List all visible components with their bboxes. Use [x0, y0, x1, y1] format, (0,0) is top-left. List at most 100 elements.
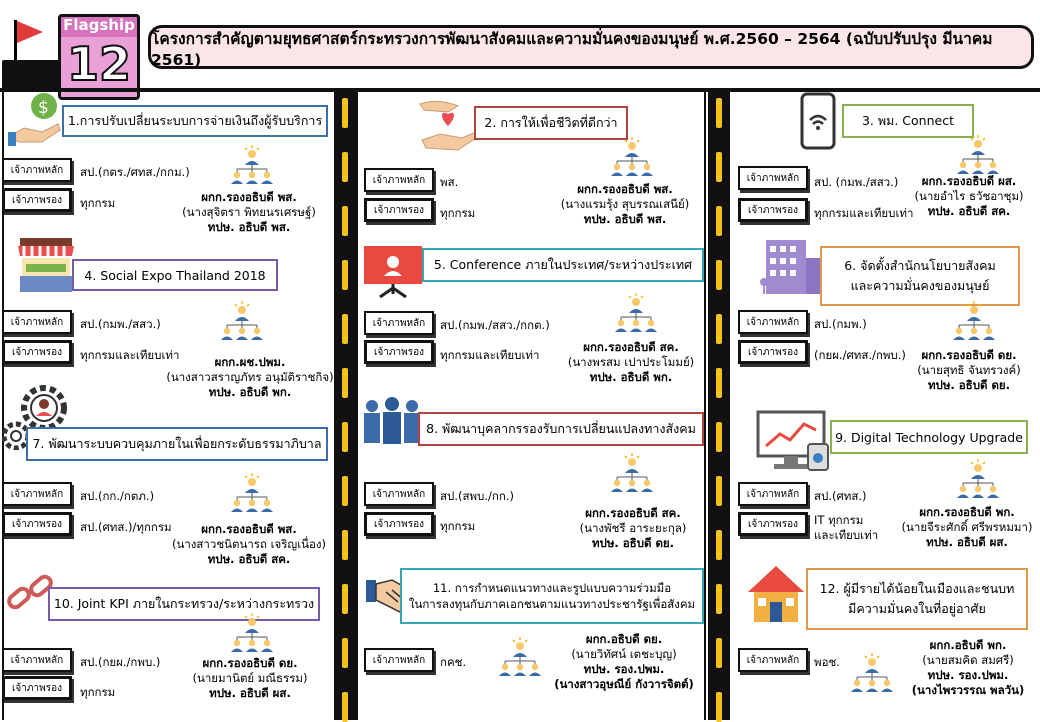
item-4-title: 4. Social Expo Thailand 2018: [72, 259, 278, 291]
org-chart-icon: [954, 458, 1002, 502]
org-chart-icon: [228, 472, 276, 516]
label-main: เจ้าภาพหลัก: [738, 310, 808, 334]
item-12-main: พอช.: [814, 655, 840, 669]
item-7-main: สป.(กก./กตภ.): [80, 489, 155, 503]
label-co: เจ้าภาพรอง: [364, 198, 434, 222]
label-co: เจ้าภาพรอง: [738, 340, 808, 364]
item-6-title: 6. จัดตั้งสำนักนโยบายสังคมและความมั่นคงข…: [820, 246, 1020, 306]
item-2-main: พส.: [440, 175, 459, 189]
page-title: โครงการสำคัญตามยุทธศาสตร์กระทรวงการพัฒนา…: [148, 25, 1034, 69]
item-1-responsible: ผกก.รองอธิบดี พส.(นางสุจิตรา พิทยนรเศรษฐ…: [182, 190, 316, 234]
label-co: เจ้าภาพรอง: [364, 512, 434, 536]
flag-base: [2, 60, 60, 90]
left-border: [2, 92, 4, 720]
item-3-main: สป. (กมพ./สสว.): [814, 175, 899, 189]
item-4-responsible: ผกก.ผช.ปพม.(นางสาวสราญภัทร อนุมัติราชกิจ…: [166, 355, 334, 399]
org-chart-icon: [950, 300, 998, 344]
header-divider: [0, 88, 1040, 92]
item-2-co: ทุกกรม: [440, 206, 476, 220]
item-2-title: 2. การให้เพื่อชีวิตที่ดีกว่า: [474, 106, 628, 140]
road-separator-right: [708, 92, 730, 722]
label-co: เจ้าภาพรอง: [364, 340, 434, 364]
label-main: เจ้าภาพหลัก: [2, 648, 72, 672]
org-chart-icon: [496, 636, 544, 680]
item-12-responsible: ผกก.อธิบดี พก.(นายสมคิด สมศรี)ทปษ. รอง.ป…: [911, 638, 1025, 697]
money-hand-icon: $: [8, 93, 61, 146]
road-edge: [704, 92, 706, 720]
svg-text:$: $: [38, 98, 49, 118]
badge-label: Flagship: [63, 16, 135, 34]
road-edge: [356, 92, 358, 720]
org-chart-icon: [608, 136, 656, 180]
flag-pole: [14, 20, 17, 62]
item-10-title: 10. Joint KPI ภายในกระทรวง/ระหว่างกระทรว…: [48, 587, 320, 621]
item-8-responsible: ผกก.รองอธิบดี สค.(นางพัชรี อาระยะกุล)ทปษ…: [579, 506, 687, 550]
flag-icon: [17, 21, 43, 43]
label-co: เจ้าภาพรอง: [2, 676, 72, 700]
item-4-main: สป.(กมพ./สสว.): [80, 317, 161, 331]
item-10-responsible: ผกก.รองอธิบดี ดย.(นายมานิตย์ มณีธรรม)ทปษ…: [192, 656, 308, 700]
label-main: เจ้าภาพหลัก: [364, 648, 434, 672]
business-team-icon: [364, 397, 420, 444]
label-main: เจ้าภาพหลัก: [2, 158, 72, 182]
item-7-title: 7. พัฒนาระบบควบคุมภายในเพื่อยกระดับธรรมา…: [26, 427, 328, 461]
item-8-title: 8. พัฒนาบุคลากรรองรับการเปลี่ยนแปลงทางสั…: [418, 412, 704, 446]
item-1-main: สป.(กตร./ศทส./กกม.): [80, 165, 190, 179]
item-8-main: สป.(สพบ./กก.): [440, 489, 514, 503]
market-stall-icon: [18, 238, 74, 292]
presentation-board-icon: [364, 246, 422, 298]
item-6-main: สป.(กมพ.): [814, 317, 867, 331]
item-5-title: 5. Conference ภายในประเทศ/ระหว่างประเทศ: [422, 248, 704, 282]
org-chart-icon: [848, 652, 896, 696]
label-co: เจ้าภาพรอง: [2, 188, 72, 212]
org-chart-icon: [612, 292, 660, 336]
item-6-responsible: ผกก.รองอธิบดี ดย.(นายสุทธิ จันทรวงค์)ทปษ…: [917, 348, 1021, 392]
item-5-responsible: ผกก.รองอธิบดี สค.(นางพรสม เปาประโมมย์)ทป…: [567, 340, 695, 384]
road-separator-left: [334, 92, 356, 722]
broken-link-icon: [7, 574, 53, 610]
item-1-title: 1.การปรับเปลี่ยนระบบการจ่ายเงินถึงผู้รับ…: [62, 105, 328, 137]
label-main: เจ้าภาพหลัก: [364, 168, 434, 192]
label-main: เจ้าภาพหลัก: [738, 648, 808, 672]
item-10-main: สป.(กยผ./กพบ.): [80, 655, 161, 669]
item-11-responsible: ผกก.อธิบดี ดย.(นายวิทัศน์ เตชะบุญ)ทปษ. ร…: [554, 632, 694, 691]
heart-hand-icon: [419, 100, 477, 151]
item-5-main: สป.(กมพ./สสว./กกต.): [440, 318, 550, 332]
item-4-co: ทุกกรมและเทียบเท่า: [80, 348, 180, 362]
item-10-co: ทุกกรม: [80, 685, 116, 699]
item-6-co: (กยผ./ศทส./กพบ.): [814, 348, 906, 362]
office-building-icon: [760, 240, 820, 294]
label-main: เจ้าภาพหลัก: [738, 166, 808, 190]
label-main: เจ้าภาพหลัก: [738, 482, 808, 506]
flagship-badge: Flagship 12: [58, 14, 140, 100]
org-chart-icon: [228, 612, 276, 656]
item-9-title: 9. Digital Technology Upgrade: [830, 420, 1028, 454]
item-7-responsible: ผกก.รองอธิบดี พส.(นางสาวชนิตนารถ เจริญเน…: [171, 522, 327, 566]
item-11-title: 11. การกำหนดแนวทางและรูปแบบความร่วมมือใน…: [400, 568, 704, 624]
badge-number: 12: [66, 36, 132, 92]
label-co: เจ้าภาพรอง: [738, 198, 808, 222]
org-chart-icon: [608, 452, 656, 496]
item-3-title: 3. พม. Connect: [842, 104, 974, 138]
smartphone-wifi-icon: [800, 92, 836, 150]
digital-monitor-icon: [756, 410, 829, 471]
label-main: เจ้าภาพหลัก: [2, 482, 72, 506]
item-3-responsible: ผกก.รองอธิบดี ผส.(นายอำไร ธวัชอาชุม)ทปษ.…: [914, 174, 1024, 218]
house-icon: [748, 566, 804, 622]
label-main: เจ้าภาพหลัก: [364, 482, 434, 506]
label-co: เจ้าภาพรอง: [2, 340, 72, 364]
label-main: เจ้าภาพหลัก: [364, 311, 434, 335]
badge-top: [58, 14, 140, 37]
label-co: เจ้าภาพรอง: [738, 512, 808, 536]
org-chart-icon: [954, 134, 1002, 178]
item-2-responsible: ผกก.รองอธิบดี พส.(นางแรมรุ้ง สุบรรณเสนีย…: [560, 182, 690, 226]
item-1-co: ทุกกรม: [80, 196, 116, 210]
item-12-title: 12. ผู้มีรายได้น้อยในเมืองและชนบทมีความม…: [806, 568, 1028, 630]
item-9-main: สป.(ศทส.): [814, 489, 867, 503]
item-3-co: ทุกกรมและเทียบเท่า: [814, 206, 914, 220]
label-main: เจ้าภาพหลัก: [2, 310, 72, 334]
item-9-responsible: ผกก.รองอธิบดี พก.(นายจีระศักดิ์ ศรีพรหมม…: [901, 505, 1033, 549]
item-7-co: สป.(ศทส.)/ทุกกรม: [80, 520, 172, 534]
org-chart-icon: [228, 144, 276, 188]
item-5-co: ทุกกรมและเทียบเท่า: [440, 348, 540, 362]
